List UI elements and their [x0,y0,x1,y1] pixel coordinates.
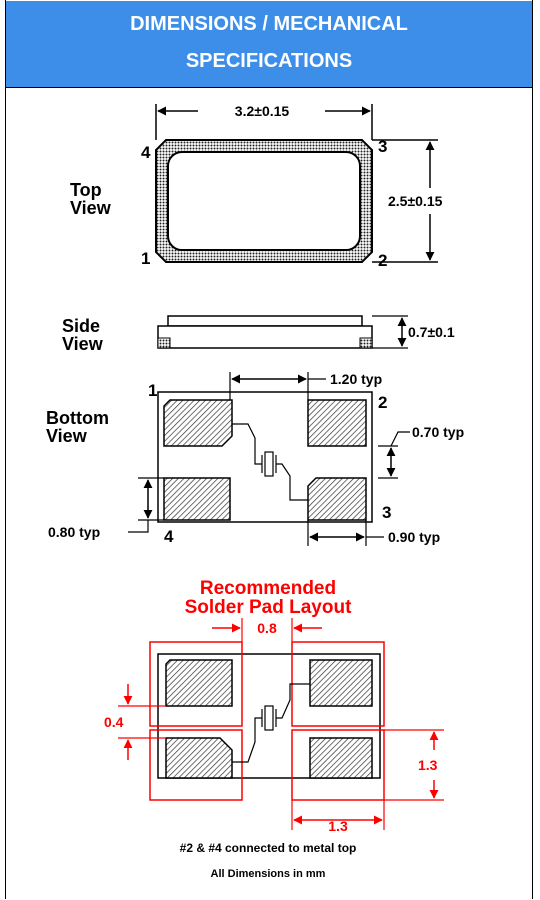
header-title-line1: DIMENSIONS / MECHANICAL [130,13,408,35]
header-title-line2: SPECIFICATIONS [185,50,353,72]
top-view-pin3: 3 [378,137,387,156]
side-view-package [157,315,373,349]
bottom-view-pin3: 3 [382,503,391,522]
solder-layout-pad-h-dim: 1.3 [418,757,438,773]
side-view: Side View 0.7±0.1 [62,315,455,354]
bottom-view-pin1: 1 [148,381,157,400]
side-view-label-line2: View [62,334,104,354]
bottom-view-pad-height-dim: 0.70 typ [412,424,464,440]
bottom-view-label-line1: Bottom [46,408,109,428]
bottom-view-pin4: 4 [164,527,174,546]
note-all-dimensions-mm: All Dimensions in mm [211,868,326,880]
solder-pad-top-right [309,659,373,707]
solder-layout-gap-y-dim: 0.4 [104,714,124,730]
solder-pad-bottom-left [165,737,233,779]
top-view-label-line2: View [70,198,112,218]
bottom-view: Bottom View 1 2 3 4 1.20 typ 0.70 typ [46,371,464,546]
solder-layout-gap-x-dim: 0.8 [257,620,277,636]
crystal-symbol-layout [232,683,310,763]
bottom-view-pad2 [307,399,367,447]
bottom-view-pad-width-dim: 0.90 typ [388,529,440,545]
land-pattern-bottom-left [149,729,243,801]
crystal-symbol [232,423,308,501]
bottom-view-label-line2: View [46,426,88,446]
bottom-view-pad3 [307,477,367,521]
bottom-view-pad4 [163,477,231,521]
solder-layout-title-line2: Solder Pad Layout [185,597,352,618]
top-view-label-line1: Top [70,180,102,200]
top-view-pin2: 2 [378,251,387,270]
page-frame [5,0,533,899]
bottom-view-pad1 [163,399,233,447]
top-view-width-dim: 3.2±0.15 [235,103,290,119]
solder-layout-pad-w-dim: 1.3 [328,818,348,834]
top-view-pin4: 4 [141,143,151,162]
bottom-view-pitch-dim: 1.20 typ [330,371,382,387]
land-pattern-bottom-right [291,729,385,801]
solder-pad-bottom-right [309,737,373,779]
solder-layout-title-line1: Recommended [200,578,336,599]
top-view-pin1: 1 [141,249,150,268]
bottom-view-pad-gap-dim: 0.80 typ [48,524,100,540]
section-header: DIMENSIONS / MECHANICAL SPECIFICATIONS [6,1,532,88]
note-connected-metal-top: #2 & #4 connected to metal top [180,841,357,855]
side-view-label-line1: Side [62,316,100,336]
side-view-thickness-dim: 0.7±0.1 [408,324,455,340]
top-view-height-dim: 2.5±0.15 [388,193,443,209]
top-view-package [155,139,373,263]
solder-pad-layout: Recommended Solder Pad Layout 0.8 0.4 [104,578,444,834]
bottom-view-pin2: 2 [378,393,387,412]
solder-pad-top-left [165,659,233,707]
land-pattern-top-left [149,641,243,727]
top-view: Top View 3.2±0.15 2.5±0.15 4 3 1 2 [70,103,443,270]
